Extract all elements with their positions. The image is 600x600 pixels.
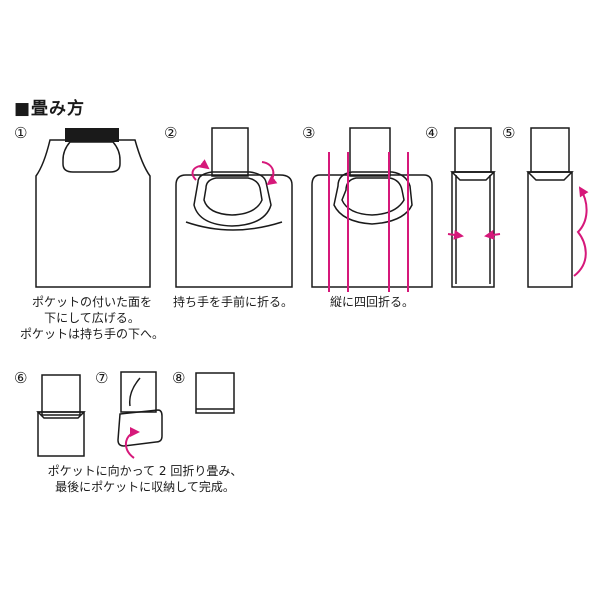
step-7-pocket (120, 371, 157, 413)
step-3-number: ③ (302, 124, 316, 142)
step-4-pocket (454, 127, 492, 173)
step-6-number: ⑥ (14, 369, 28, 387)
step-4-number: ④ (425, 124, 439, 142)
step-1-bag-illustration (35, 128, 151, 288)
step-2-left-arrow (191, 159, 210, 181)
step-7-folded-body (117, 409, 163, 447)
step-5-pocket (530, 127, 570, 173)
step-1-caption: ポケットの付いた面を 下にして広げる。 ポケットは持ち手の下へ。 (6, 294, 178, 342)
step-3-bag-body (311, 174, 433, 288)
step-2-bag-illustration (175, 127, 293, 288)
step-2-right-arrow (261, 161, 278, 186)
step-3-caption: 縦に四回折る。 (329, 295, 414, 309)
step-4-right-arrow (484, 229, 501, 240)
step-1-handle-hole (62, 141, 121, 173)
step-7-arrow (124, 427, 140, 459)
step-7-illustration (117, 371, 163, 447)
step-2-bag-body (175, 174, 293, 288)
step-4-strip (451, 171, 495, 288)
bottom-caption-line-1: ポケットに向かって 2 回折り畳み、 (47, 464, 243, 478)
step-8-number: ⑧ (172, 369, 186, 387)
step-5-strip-illustration (526, 127, 574, 288)
bottom-caption-line-2: 最後にポケットに収納して完成。 (55, 480, 235, 494)
step-3-handle-inner (341, 177, 405, 216)
bottom-caption: ポケットに向かって 2 回折り畳み、 最後にポケットに収納して完成。 (30, 463, 260, 495)
step-3-pocket (349, 127, 391, 177)
step-2-caption: 持ち手を手前に折る。 (172, 295, 293, 309)
step-4-left-arrow (447, 229, 464, 240)
step-2-fold-line (185, 221, 283, 231)
step-3-fold-lines (328, 152, 409, 292)
section-title: ■畳み方 (14, 99, 86, 119)
step-2-folded-handle (193, 171, 272, 227)
step-5-fold-arrow (573, 186, 589, 277)
step-1-number: ① (14, 124, 28, 142)
step-1-caption-line-2: 下にして広げる。 (44, 311, 140, 325)
step-2-handle-inner (203, 177, 263, 216)
step-1-pocket-top (65, 128, 119, 142)
step-2-number: ② (164, 124, 178, 142)
step-6-pocket (41, 374, 81, 416)
step-6-illustration (36, 374, 86, 457)
step-8-illustration (195, 372, 235, 414)
step-7-number: ⑦ (95, 369, 109, 387)
step-1-caption-line-1: ポケットの付いた面を (31, 295, 152, 309)
step-3-folded-handle (333, 171, 413, 225)
step-1-caption-line-3: ポケットは持ち手の下へ。 (19, 327, 164, 341)
step-8-packed-bag (195, 372, 235, 414)
step-5-number: ⑤ (502, 124, 516, 142)
step-5-strip (527, 171, 573, 288)
step-4-strip-illustration (450, 127, 496, 288)
step-1-bag-body (35, 139, 151, 288)
step-2-pocket (211, 127, 249, 177)
